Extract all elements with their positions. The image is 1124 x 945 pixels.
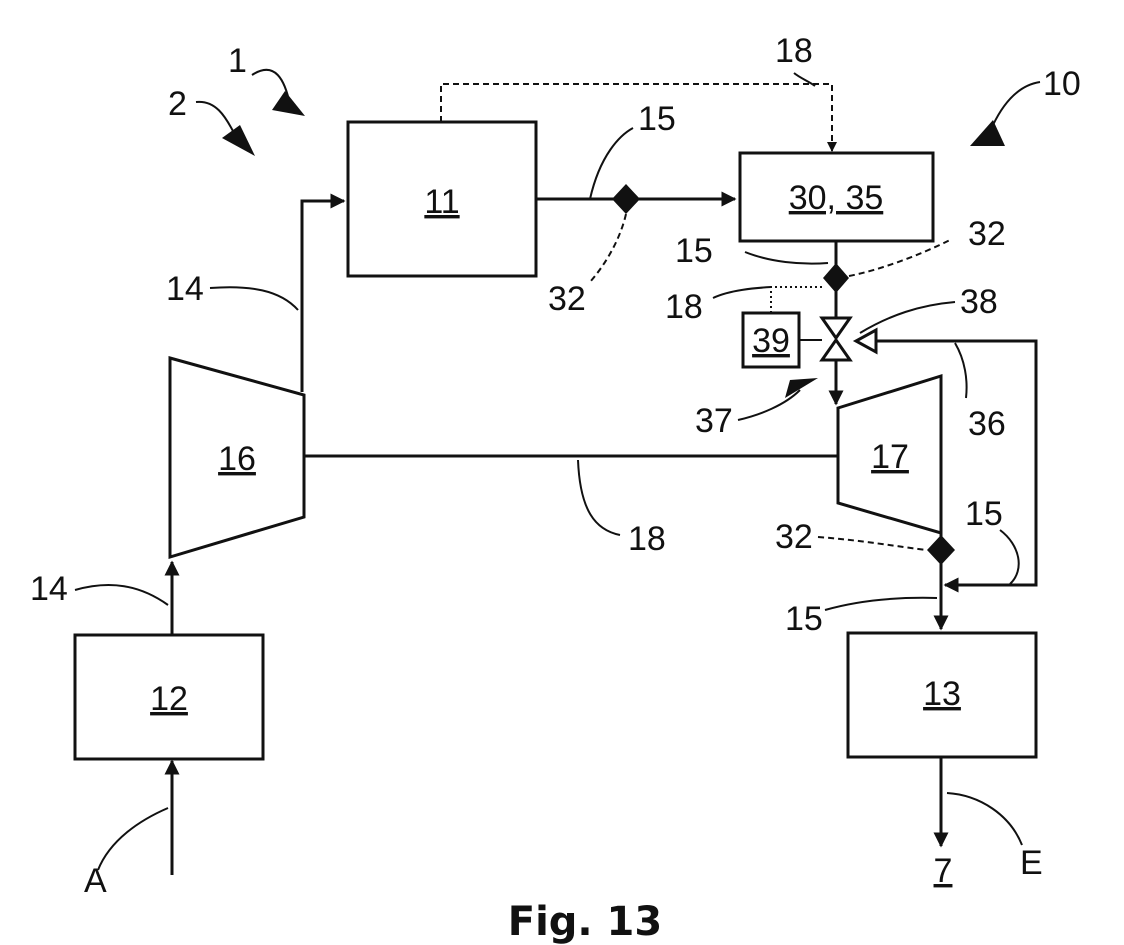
sensor-32-top (612, 184, 640, 214)
label-18-top: 18 (775, 32, 813, 70)
label-15-top: 15 (638, 100, 676, 138)
block-30-35-label: 30, 35 (789, 179, 884, 217)
compressor-16-label: 16 (218, 440, 256, 478)
label-36: 36 (968, 405, 1006, 443)
turbine-17: 17 (838, 376, 941, 533)
label-e: E (1020, 844, 1043, 882)
sensor-32-mid (823, 263, 849, 293)
label-1: 1 (228, 42, 247, 80)
leader-15-low (825, 598, 937, 610)
leader-e (947, 793, 1022, 845)
leader-18-shaft (578, 460, 620, 535)
label-14-upper: 14 (166, 270, 204, 308)
leader-15-right (1000, 530, 1019, 584)
pointer-10 (970, 120, 1005, 146)
label-7: 7 (934, 852, 953, 890)
figure-caption: Fig. 13 (508, 899, 662, 945)
label-32-top: 32 (548, 280, 586, 318)
label-2: 2 (168, 85, 187, 123)
label-32-low: 32 (775, 518, 813, 556)
signal-line-18-mid (771, 287, 822, 313)
label-15-mid: 15 (675, 232, 713, 270)
label-37: 37 (695, 402, 733, 440)
label-14-lower: 14 (30, 570, 68, 608)
block-30-35: 30, 35 (740, 153, 933, 241)
label-10: 10 (1043, 65, 1081, 103)
leader-18-mid (713, 287, 771, 298)
block-12: 12 (75, 635, 263, 759)
label-a: A (84, 862, 107, 900)
block-11-label: 11 (424, 183, 459, 221)
leader-a (98, 808, 168, 870)
label-15-right: 15 (965, 495, 1003, 533)
leader-15-mid (745, 252, 828, 264)
leader-10 (993, 82, 1040, 125)
turbine-17-label: 17 (871, 438, 909, 476)
block-11: 11 (348, 122, 536, 276)
leader-36 (955, 343, 967, 398)
leader-14-upper (210, 287, 298, 310)
leader-32-low (818, 537, 927, 550)
block-39-label: 39 (752, 322, 790, 360)
block-13: 13 (848, 633, 1036, 757)
label-18-mid: 18 (665, 288, 703, 326)
valve-38 (822, 318, 876, 360)
leader-32-top (590, 214, 626, 282)
label-15-low: 15 (785, 600, 823, 638)
leader-38 (860, 302, 955, 333)
block-39: 39 (743, 313, 799, 367)
block-13-label: 13 (923, 675, 961, 713)
leader-14-lower (75, 585, 168, 605)
pointer-37 (785, 378, 818, 398)
sensor-32-low (927, 535, 955, 565)
leader-2 (196, 102, 235, 135)
leader-32-mid (849, 240, 950, 276)
label-38: 38 (960, 283, 998, 321)
label-18-shaft: 18 (628, 520, 666, 558)
compressor-16: 16 (170, 358, 304, 557)
block-12-label: 12 (150, 680, 188, 718)
line-16-to-11 (302, 201, 344, 392)
label-32-mid: 32 (968, 215, 1006, 253)
pointer-2 (222, 125, 255, 156)
